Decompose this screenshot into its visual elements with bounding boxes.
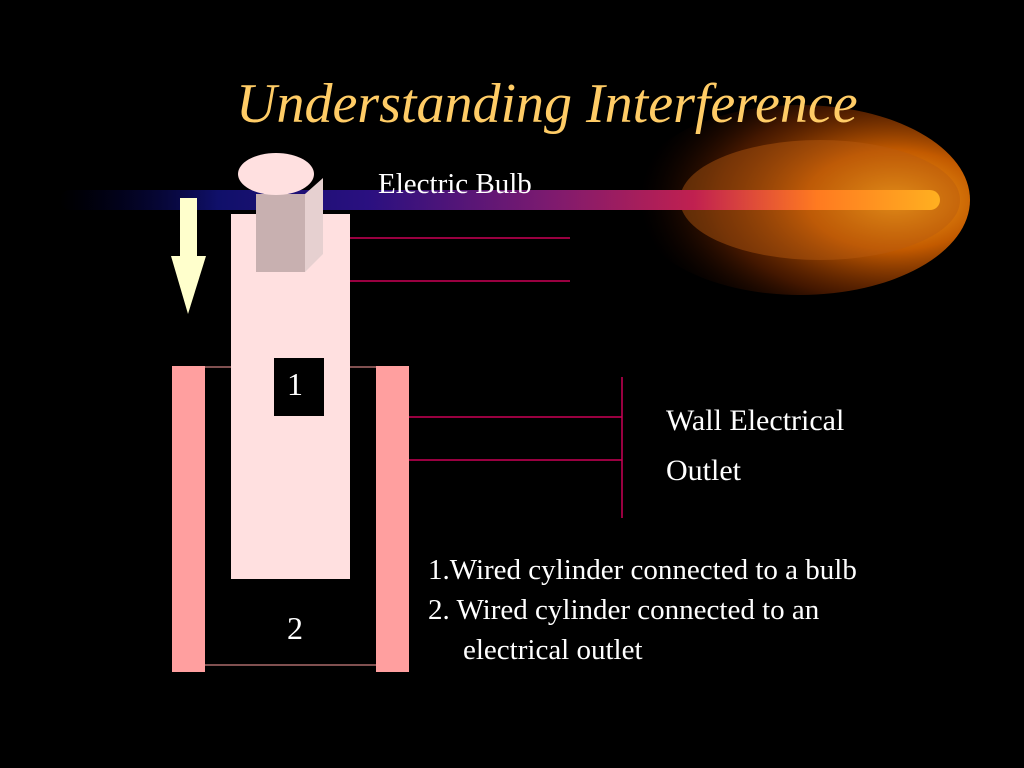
note-line-3: electrical outlet [463,634,643,666]
outlet-wires [409,377,623,518]
plug-icon [238,153,323,272]
down-arrow-icon [171,198,206,314]
bulb-wires [350,237,570,282]
slide-title: Understanding Interference [236,73,858,135]
inner-cylinder-number-box [274,358,324,416]
note-line-2: 2. Wired cylinder connected to an [428,594,820,626]
outer-cylinder-left-wall [172,366,205,672]
inner-cylinder-number: 1 [287,366,303,402]
outer-cylinder-right-wall [376,366,409,672]
wall-outlet-label-line2: Outlet [666,454,741,487]
wall-outlet-label-line1: Wall Electrical [666,404,845,437]
electric-bulb-label: Electric Bulb [378,168,532,200]
outer-cylinder-number: 2 [287,610,303,646]
note-line-1: 1.Wired cylinder connected to a bulb [428,554,857,586]
